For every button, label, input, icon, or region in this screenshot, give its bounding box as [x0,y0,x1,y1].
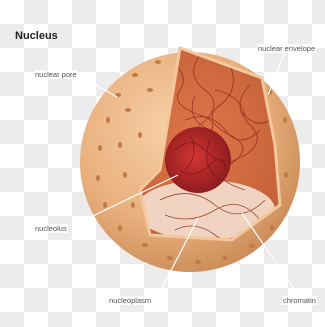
leader-nuclear-envelope [268,52,285,95]
label-nuclear-pore: nuclear pore [34,70,78,79]
label-chromatin: chromatin [282,296,317,305]
label-nuclear-envelope: nuclear envelope [257,44,316,53]
label-nucleoplasm: nucleoplasm [108,296,152,305]
nucleolus-mass [165,127,231,193]
label-nucleolus: nucleolus [34,224,68,233]
